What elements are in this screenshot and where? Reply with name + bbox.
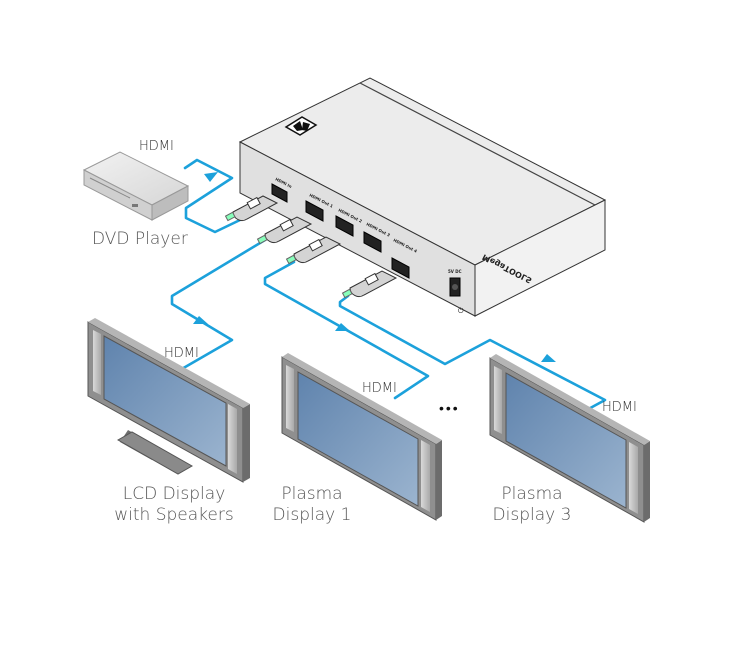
- cable-label-plasma-3: HDMI: [602, 400, 637, 415]
- ellipsis: •••: [439, 401, 460, 417]
- kramer-logo-icon: [284, 116, 318, 136]
- cable-out1-to-lcd: [170, 238, 267, 372]
- cable-out4-to-plasma3: [338, 294, 607, 414]
- dvd-player-label: DVD Player: [92, 229, 188, 249]
- cable-out2-to-plasma1: [263, 260, 430, 400]
- svg-text:5V DC: 5V DC: [448, 269, 462, 274]
- cable-label-plasma-1: HDMI: [362, 381, 397, 396]
- power-icon: ⏻: [458, 307, 464, 315]
- plasma-display-1-label: Plasma Display 1: [270, 484, 354, 526]
- lcd-display-icon: [87, 318, 250, 483]
- plasma-display-3-icon: [489, 354, 650, 523]
- power-connector[interactable]: 5V DC ⏻: [448, 269, 464, 315]
- plasma-display-3-label: Plasma Display 3: [490, 484, 574, 526]
- hdmi-plug-out-1: [256, 216, 313, 245]
- lcd-display-label-line2: with Speakers: [114, 505, 234, 525]
- lcd-display-label-line1: LCD Display: [122, 484, 226, 504]
- cable-dvd-to-in: [183, 158, 242, 234]
- hdmi-plug-in: [224, 195, 279, 222]
- splitter-device: MegaTOOLS HDMI In HDMI Out 1 HDMI Out 2 …: [238, 77, 607, 317]
- hdmi-plug-out-2: [285, 236, 342, 265]
- cable-label-source: HDMI: [139, 139, 174, 154]
- hdmi-plug-out-4: [341, 270, 398, 299]
- lcd-display-label: LCD Display with Speakers: [104, 484, 244, 526]
- plasma-display-1-icon: [281, 353, 442, 521]
- dvd-player-icon: [82, 151, 190, 221]
- plasma-display-1-label-line2: Display 1: [272, 505, 352, 525]
- plasma-display-3-label-line1: Plasma: [501, 484, 563, 504]
- plasma-display-1-label-line1: Plasma: [281, 484, 343, 504]
- plasma-display-3-label-line2: Display 3: [492, 505, 572, 525]
- cable-label-lcd: HDMI: [164, 346, 199, 361]
